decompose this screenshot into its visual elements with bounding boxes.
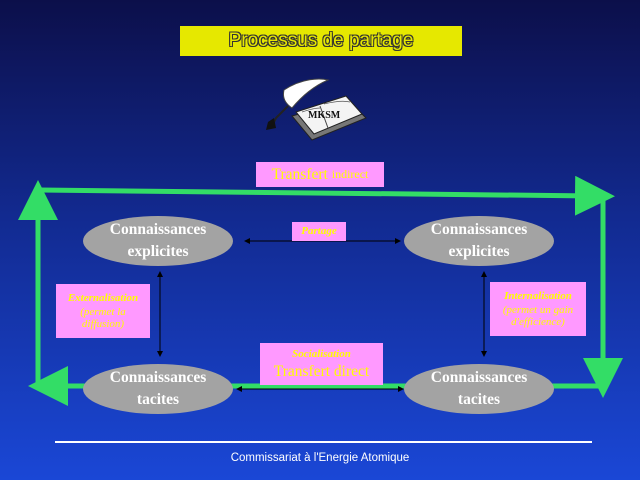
transfer-indirect-strong: Transfert [271, 165, 328, 183]
internalisation-title: Internalisation [504, 289, 572, 302]
transfer-indirect-rest: indirect [331, 166, 369, 181]
loop-arrow-top [39, 175, 615, 216]
socialisation-subtitle: Transfert direct [273, 362, 370, 380]
socialisation-label: Socialisation Transfert direct [260, 343, 383, 385]
node-tacit-left: Connaissances tacites [83, 364, 233, 414]
node-line2: explicites [448, 243, 510, 260]
partage-text: Partage [301, 225, 337, 238]
node-explicit-left: Connaissances explicites [83, 216, 233, 266]
externalisation-line2: diffusion) [81, 318, 125, 331]
internalisation-label: Internalisation (permet un gain d'effici… [490, 282, 586, 336]
node-explicit-right: Connaissances explicites [404, 216, 554, 266]
externalisation-label: Externalisation (permet la diffusion) [56, 284, 150, 338]
node-line2: tacites [457, 391, 501, 408]
externalisation-title: Externalisation [67, 291, 139, 304]
node-line1: Connaissances [430, 369, 528, 387]
socialisation-title: Socialisation [292, 348, 351, 361]
book-quill-icon: MKSM [266, 78, 367, 141]
partage-label: Partage [292, 222, 346, 241]
externalisation-line1: (permet la [80, 305, 126, 318]
internalisation-line2: d'efficience) [511, 316, 565, 329]
node-tacit-right: Connaissances tacites [404, 364, 554, 414]
transfer-indirect-label: Transfert indirect [256, 162, 384, 187]
node-line1: Connaissances [109, 369, 207, 387]
node-line1: Connaissances [109, 221, 207, 239]
footer-text: Commissariat à l'Energie Atomique [230, 452, 410, 464]
node-line1: Connaissances [430, 221, 528, 239]
book-label: MKSM [308, 110, 341, 121]
node-line2: explicites [127, 243, 189, 260]
footer-divider [55, 441, 592, 443]
internalisation-line1: (permet un gain [502, 303, 574, 316]
page-title: Processus de partage [180, 26, 462, 56]
node-line2: tacites [136, 391, 180, 408]
